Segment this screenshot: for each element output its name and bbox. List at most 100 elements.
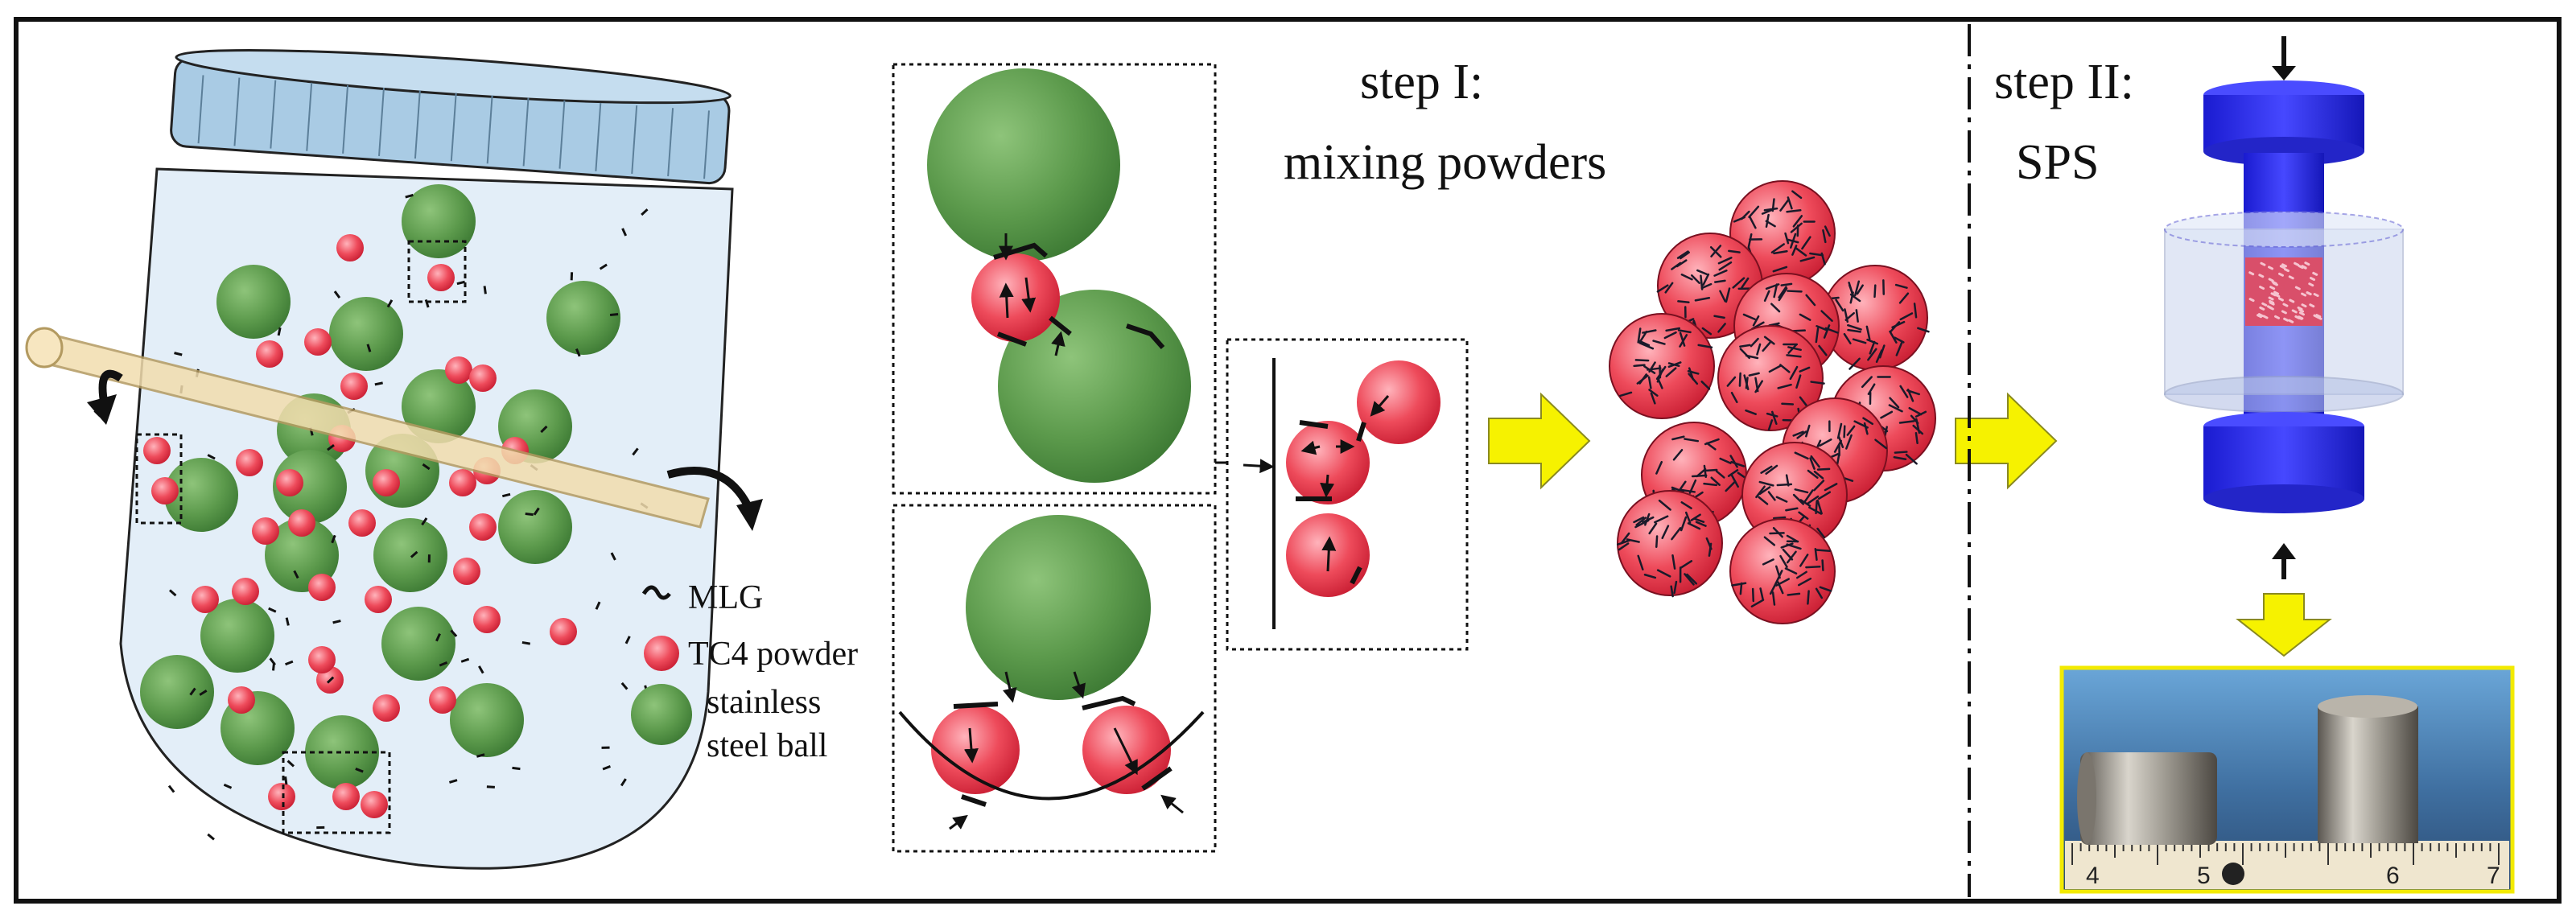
mlg-flake (199, 690, 208, 696)
legend-ball-line1: stainless (707, 684, 821, 721)
mlg-flake (174, 352, 183, 356)
mlg-flake (410, 550, 418, 558)
mlg-flake (632, 447, 639, 456)
steel-ball (265, 518, 339, 592)
mlg-flake (575, 348, 581, 357)
ruler-tick-label: 7 (2487, 863, 2500, 889)
steel-ball (273, 450, 347, 524)
tc4-powder (143, 437, 171, 464)
mlg-flake (332, 620, 341, 624)
mlg-flake (501, 492, 511, 498)
mlg-flake (595, 601, 601, 610)
tc4-powder (449, 469, 476, 496)
outer-frame (14, 17, 2562, 904)
steel-ball (373, 518, 447, 592)
mlg-flake (540, 425, 548, 434)
tc4-legend-icon (644, 636, 679, 671)
steel-ball (305, 715, 379, 789)
tc4-powder (252, 517, 279, 545)
mlg-flake (285, 617, 290, 626)
mlg-flake (268, 607, 277, 613)
mlg-flake (439, 661, 448, 667)
tc4-powder (276, 469, 303, 496)
steel-ball (381, 607, 455, 681)
tc4-powder (469, 364, 497, 392)
mlg-flake (435, 632, 441, 642)
ruler-tick-label: 6 (2386, 863, 2400, 889)
mlg-flake (333, 290, 341, 299)
mlg-flake (168, 589, 177, 597)
mlg-flake (277, 327, 282, 336)
mlg-legend-icon (641, 585, 671, 600)
ruler-mark-icon (2222, 863, 2244, 885)
tc4-powder (427, 264, 455, 291)
tc4-powder (373, 469, 400, 496)
zoom-panel-top (892, 63, 1217, 495)
mlg-flake (424, 299, 430, 308)
composite-powder-cluster (1609, 180, 1936, 624)
composite-particle (1609, 313, 1715, 419)
mlg-flake (207, 833, 215, 841)
step1-title: step I: (1360, 55, 1483, 109)
ruler-tick-label: 5 (2197, 863, 2211, 889)
mlg-flake (610, 552, 616, 561)
steel-ball (402, 369, 476, 443)
mlg-flake (326, 676, 335, 684)
tc4-powder (340, 373, 368, 400)
tc4-powder (288, 509, 315, 537)
mlg-flake (223, 783, 233, 789)
mlg-flake (533, 507, 540, 516)
mlg-flake (478, 665, 484, 674)
rotation-axle (25, 327, 710, 529)
mlg-flake (189, 687, 196, 696)
step2-title: step II: (1994, 55, 2134, 109)
mlg-flake (456, 280, 465, 286)
steel-ball (200, 599, 274, 673)
steel-ball (402, 184, 476, 258)
composite-particle (1717, 325, 1825, 431)
steel-ball-legend-icon (631, 684, 692, 745)
jar-contents (140, 184, 649, 841)
mlg-flake (486, 785, 495, 789)
steel-ball (546, 281, 620, 355)
composite-particle (1822, 265, 1930, 371)
mlg-flake (599, 263, 608, 270)
tc4-powder (268, 783, 295, 810)
tc4-powder (304, 328, 332, 356)
steel-ball (164, 458, 238, 532)
mlg-flake (620, 681, 629, 690)
legend: MLG TC4 powder stainless steel ball (631, 579, 858, 764)
steel-ball (216, 265, 291, 339)
process-arrow-3 (2236, 593, 2332, 657)
step2-subtitle: SPS (2016, 135, 2099, 190)
zoom-box-left (135, 433, 183, 525)
mlg-flake (331, 534, 336, 544)
mlg-flake (460, 657, 470, 663)
mlg-flake (386, 299, 394, 308)
mlg-flake (620, 778, 627, 787)
legend-tc4: TC4 powder (688, 636, 858, 673)
mlg-flake (476, 753, 485, 758)
tc4-powder (308, 646, 336, 673)
tc4-powder (473, 606, 501, 633)
tc4-powder (429, 686, 456, 714)
composite-particle (1729, 180, 1836, 286)
tc4-powder (332, 783, 360, 810)
mlg-flake (483, 286, 487, 294)
zoom-panel-bottom (892, 504, 1217, 853)
composite-particle (1729, 518, 1836, 624)
mlg-flake (355, 768, 364, 773)
tc4-powder (256, 340, 283, 368)
mlg-flake (621, 228, 628, 237)
mlg-flake (422, 463, 431, 471)
mlg-flake (167, 784, 175, 793)
process-arrow-2 (1955, 392, 2058, 490)
mlg-flake (602, 765, 611, 771)
mlg-flake (374, 381, 383, 386)
tc4-powder (151, 477, 179, 504)
zoom-panel-wall (1226, 338, 1469, 651)
tc4-powder (373, 694, 400, 722)
steel-ball (450, 683, 524, 757)
rotation-arrow-right (666, 467, 752, 509)
